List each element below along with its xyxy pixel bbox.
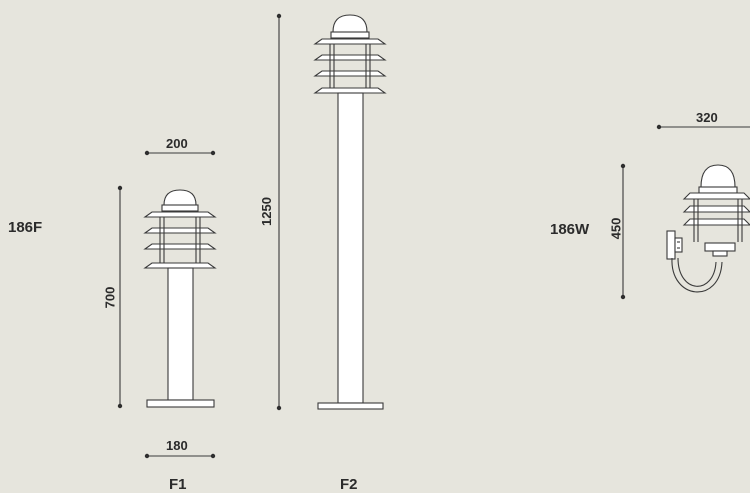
f2-height-dimline bbox=[276, 13, 282, 411]
f2-louvers bbox=[313, 38, 387, 94]
f1-pole bbox=[167, 267, 194, 401]
model-label-wall: 186W bbox=[550, 221, 590, 238]
wall-height-label: 450 bbox=[608, 217, 624, 240]
wall-lamp bbox=[666, 164, 750, 293]
f2-height-label: 1250 bbox=[258, 197, 274, 226]
f1-height-dimline bbox=[117, 185, 123, 409]
wall-height-dimline bbox=[620, 163, 626, 300]
wall-head bbox=[682, 164, 750, 257]
f1-louvers bbox=[143, 211, 217, 269]
f1-base bbox=[146, 399, 215, 408]
f2-pole bbox=[337, 92, 364, 404]
f2-bollard bbox=[313, 14, 387, 410]
caption-f1: F1 bbox=[169, 476, 187, 493]
f1-dome bbox=[161, 189, 199, 212]
model-label-floor: 186F bbox=[8, 219, 43, 236]
f1-base-width-dimline bbox=[144, 453, 216, 459]
wall-width-dimline bbox=[656, 124, 750, 130]
f2-dome bbox=[330, 14, 370, 39]
f1-height-label: 700 bbox=[102, 286, 118, 309]
f1-base-width-label: 180 bbox=[166, 438, 188, 453]
caption-f2: F2 bbox=[340, 476, 358, 493]
wall-width-label: 320 bbox=[696, 110, 718, 125]
f2-base bbox=[317, 402, 384, 410]
f1-head-width-dimline bbox=[144, 150, 216, 156]
f1-bollard bbox=[143, 189, 217, 408]
wall-arm bbox=[671, 257, 723, 293]
f1-head-width-label: 200 bbox=[166, 136, 188, 151]
wall-plate bbox=[666, 230, 683, 260]
